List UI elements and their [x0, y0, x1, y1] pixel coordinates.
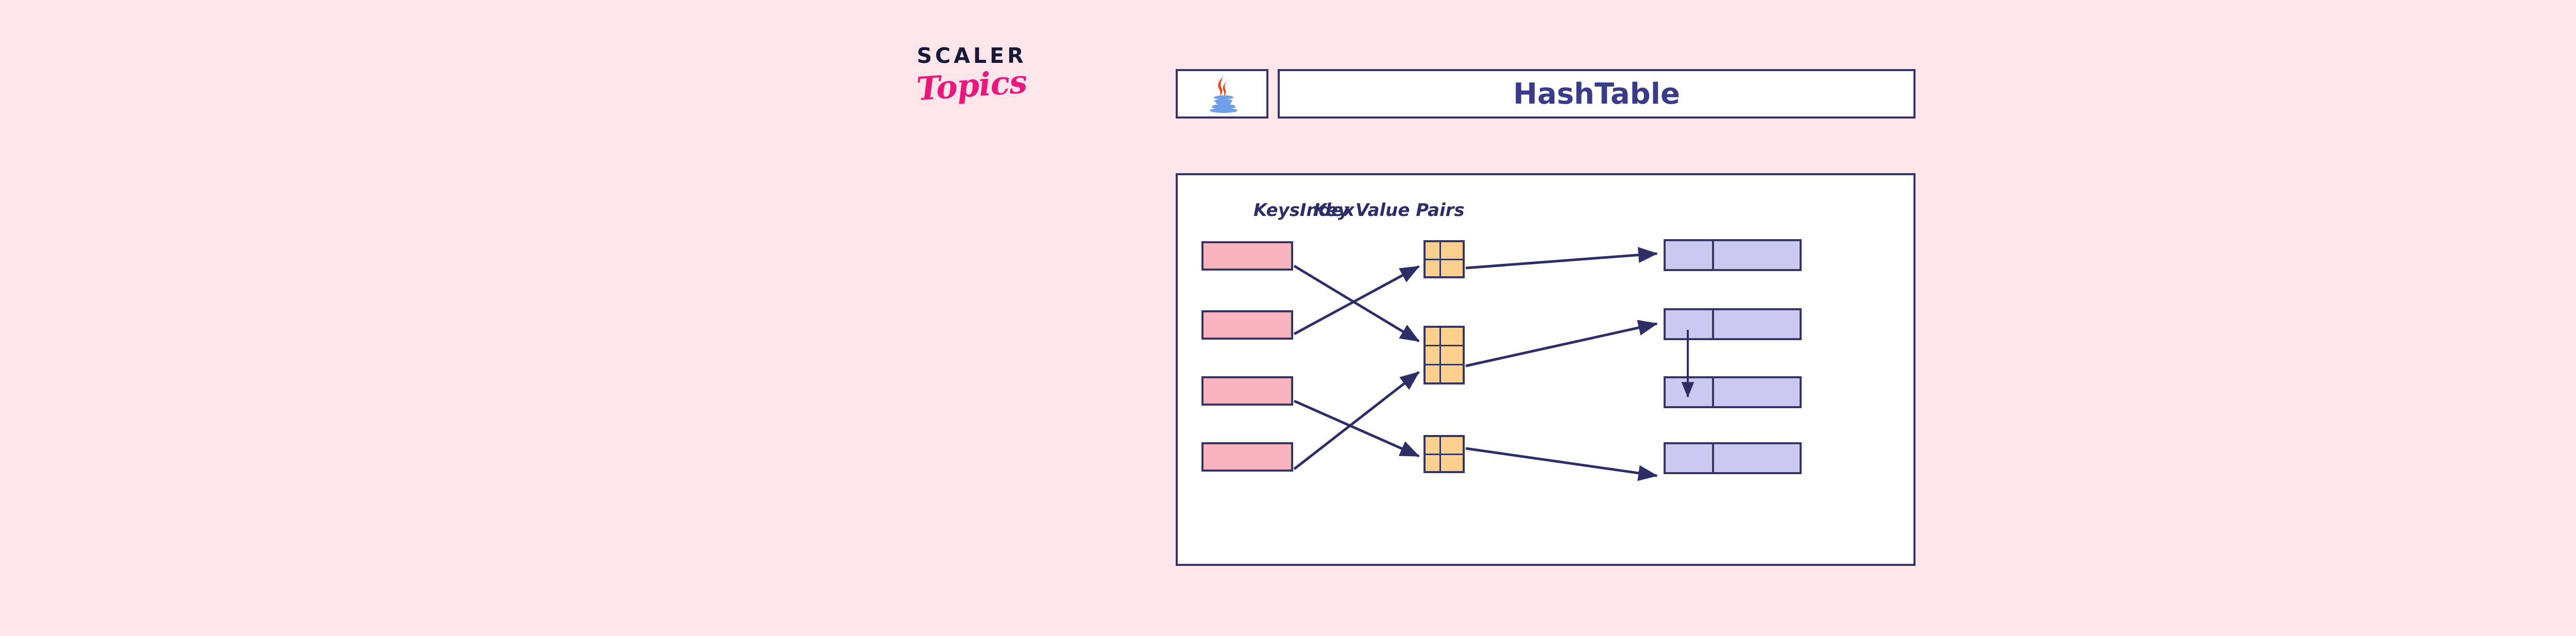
key-box-4[interactable] [1201, 442, 1293, 472]
index-cell-left [1426, 328, 1441, 345]
index-cell-right [1441, 437, 1463, 454]
index-bucket-1[interactable] [1423, 240, 1465, 278]
index-cell-right [1441, 260, 1463, 277]
index-cell-left [1426, 260, 1441, 276]
kv-cell-key [1666, 444, 1714, 472]
index-row [1426, 260, 1463, 277]
index-cell-right [1441, 346, 1463, 363]
arrow-key1-to-bucket2 [1293, 264, 1420, 343]
index-cell-left [1426, 437, 1441, 454]
kv-cell-value [1714, 444, 1800, 472]
key-value-pair-box-3[interactable] [1664, 376, 1802, 408]
java-coffee-cup-icon [1204, 73, 1241, 114]
index-row [1426, 455, 1463, 472]
key-box-2[interactable] [1201, 310, 1293, 340]
arrow-bucket1-to-pair1 [1465, 247, 1658, 270]
kv-cell-value [1714, 310, 1800, 338]
key-value-pair-box-2[interactable] [1664, 308, 1802, 340]
kv-cell-key [1666, 241, 1714, 269]
arrow-key3-to-bucket3 [1293, 399, 1420, 458]
index-row [1426, 242, 1463, 260]
index-row [1426, 346, 1463, 365]
index-bucket-3[interactable] [1423, 435, 1465, 473]
header-row: HashTable [1176, 69, 1916, 119]
kv-cell-key [1666, 378, 1714, 406]
arrow-key2-to-bucket1 [1293, 265, 1420, 336]
brand-name-topics: Topics [915, 62, 1028, 108]
key-value-pair-box-1[interactable] [1664, 239, 1802, 271]
java-logo-box [1176, 69, 1268, 119]
title-box: HashTable [1278, 69, 1916, 119]
column-heading-keys: Keys [1253, 200, 1300, 221]
arrow-bucket2-to-pair2 [1465, 320, 1658, 367]
key-box-1[interactable] [1201, 241, 1293, 271]
column-heading-index: Index [1299, 200, 1355, 221]
index-cell-right [1441, 455, 1463, 472]
brand-name-scaler: SCALER [917, 43, 1027, 68]
index-cell-left [1426, 242, 1441, 259]
arrow-layer [1293, 247, 1694, 481]
key-box-3[interactable] [1201, 376, 1293, 406]
column-heading-key-value-pairs: Key Value Pairs [1313, 200, 1465, 221]
scaler-topics-logo: SCALER Topics [894, 45, 1049, 133]
index-row [1426, 365, 1463, 382]
index-cell-right [1441, 328, 1463, 345]
page-title: HashTable [1513, 77, 1680, 111]
index-cell-right [1441, 365, 1463, 382]
index-cell-right [1441, 242, 1463, 259]
index-cell-left [1426, 365, 1441, 382]
key-value-pair-box-4[interactable] [1664, 442, 1802, 474]
arrow-key4-to-bucket2 [1293, 371, 1420, 470]
index-bucket-2[interactable] [1423, 326, 1465, 384]
index-cell-left [1426, 346, 1441, 364]
index-row [1426, 437, 1463, 455]
index-cell-left [1426, 455, 1441, 471]
kv-cell-value [1714, 378, 1800, 406]
kv-cell-key [1666, 310, 1714, 338]
arrow-bucket3-to-pair4 [1465, 447, 1658, 481]
hashtable-diagram-panel: Keys Index Key Value Pairs [1176, 173, 1916, 566]
index-row [1426, 328, 1463, 347]
kv-cell-value [1714, 241, 1800, 269]
